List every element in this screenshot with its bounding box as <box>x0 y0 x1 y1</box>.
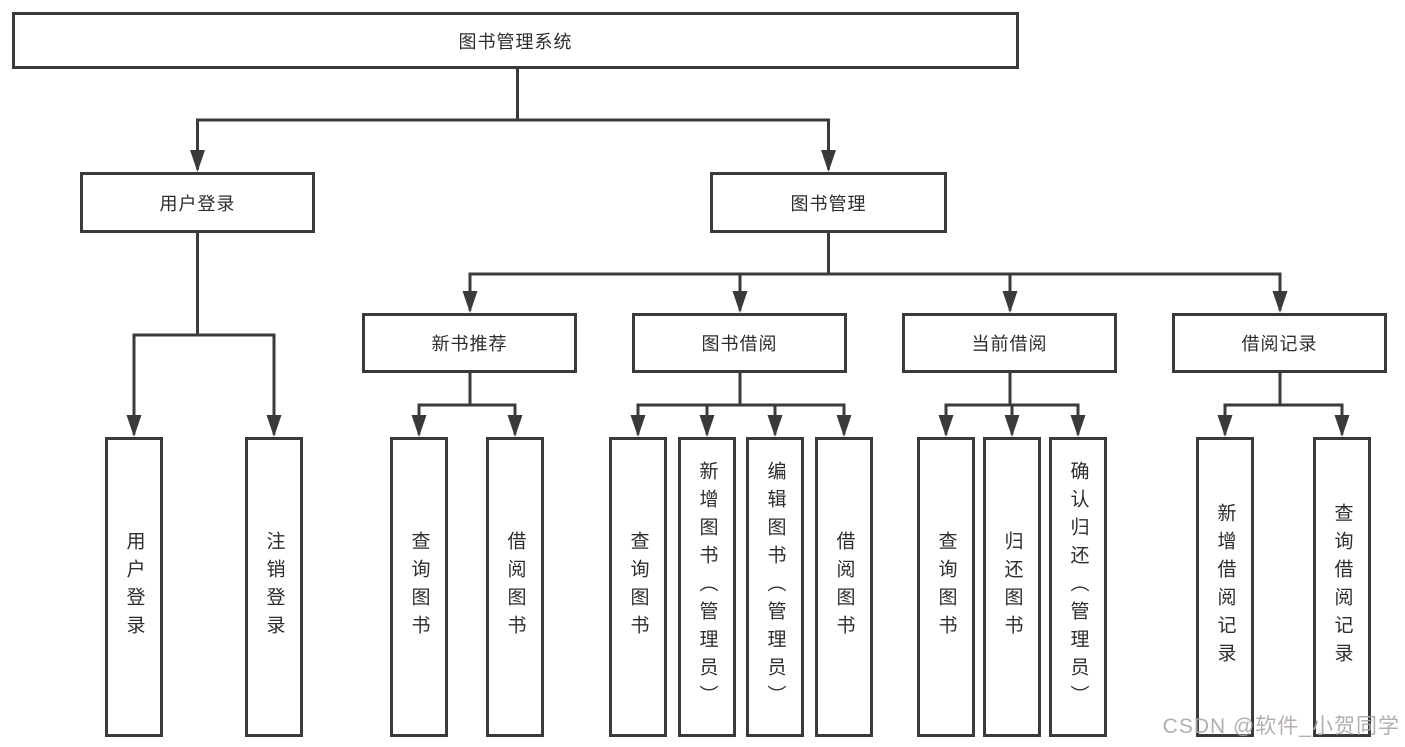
leaf-add-book-admin: 新增图书（管理员） <box>678 437 736 737</box>
node-book-management-label: 图书管理 <box>790 193 867 214</box>
leaf-add-book-admin-label: 新增图书（管理员） <box>696 461 718 713</box>
node-new-book-recommend: 新书推荐 <box>362 313 577 373</box>
leaf-confirm-return-admin-label: 确认归还（管理员） <box>1067 461 1089 713</box>
node-user-login-label: 用户登录 <box>159 193 236 214</box>
node-book-borrow: 图书借阅 <box>632 313 847 373</box>
leaf-query-book-3: 查询图书 <box>917 437 975 737</box>
leaf-add-borrow-record-label: 新增借阅记录 <box>1214 503 1236 671</box>
leaf-query-book-1-label: 查询图书 <box>408 531 430 643</box>
leaf-borrow-book-1-label: 借阅图书 <box>504 531 526 643</box>
node-new-book-recommend-label: 新书推荐 <box>431 334 508 354</box>
node-borrow-record-label: 借阅记录 <box>1241 334 1318 354</box>
leaf-query-book-2-label: 查询图书 <box>627 531 649 643</box>
leaf-query-book-3-label: 查询图书 <box>935 531 957 643</box>
leaf-user-login: 用户登录 <box>105 437 163 737</box>
node-root-label: 图书管理系统 <box>458 31 573 52</box>
csdn-watermark: CSDN @软件_小贺同学 <box>1162 715 1400 738</box>
leaf-query-book-1: 查询图书 <box>390 437 448 737</box>
leaf-user-login-label: 用户登录 <box>123 531 145 643</box>
leaf-edit-book-admin: 编辑图书（管理员） <box>746 437 804 737</box>
leaf-borrow-book-1: 借阅图书 <box>486 437 544 737</box>
leaf-query-borrow-record: 查询借阅记录 <box>1313 437 1371 737</box>
node-root-system: 图书管理系统 <box>12 12 1019 69</box>
leaf-query-book-2: 查询图书 <box>609 437 667 737</box>
leaf-add-borrow-record: 新增借阅记录 <box>1196 437 1254 737</box>
leaf-return-book-label: 归还图书 <box>1001 531 1023 643</box>
node-current-borrow-label: 当前借阅 <box>971 334 1048 354</box>
node-user-login: 用户登录 <box>80 172 315 233</box>
leaf-confirm-return-admin: 确认归还（管理员） <box>1049 437 1107 737</box>
leaf-logout: 注销登录 <box>245 437 303 737</box>
leaf-edit-book-admin-label: 编辑图书（管理员） <box>764 461 786 713</box>
node-borrow-record: 借阅记录 <box>1172 313 1387 373</box>
leaf-borrow-book-2: 借阅图书 <box>815 437 873 737</box>
leaf-logout-label: 注销登录 <box>263 531 285 643</box>
leaf-query-borrow-record-label: 查询借阅记录 <box>1331 503 1353 671</box>
leaf-return-book: 归还图书 <box>983 437 1041 737</box>
node-book-borrow-label: 图书借阅 <box>701 334 778 354</box>
leaf-borrow-book-2-label: 借阅图书 <box>833 531 855 643</box>
node-book-management: 图书管理 <box>710 172 947 233</box>
node-current-borrow: 当前借阅 <box>902 313 1117 373</box>
